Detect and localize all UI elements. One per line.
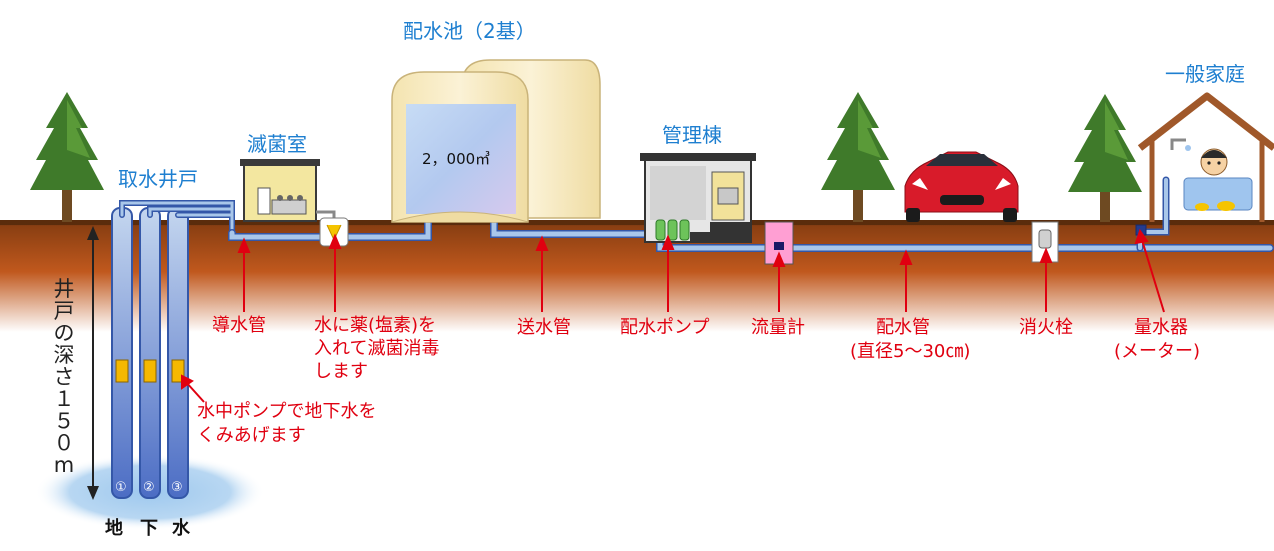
underground-char-1: 地 <box>105 518 123 539</box>
pump-line-2: くみあげます <box>197 425 306 446</box>
house <box>1137 92 1274 222</box>
pump-line-1: 水中ポンプで地下水を <box>197 401 377 422</box>
fire-hydrant-label: 消火栓 <box>1019 317 1073 338</box>
well-depth-char: 戸 <box>53 299 75 324</box>
distribution-pump-label: 配水ポンプ <box>620 317 710 338</box>
pointer-lines <box>181 228 1165 403</box>
reservoir-title: 配水池（2基） <box>403 19 536 43</box>
well-number-1: ① <box>115 480 127 495</box>
well-number-2: ② <box>143 480 155 495</box>
intake-well-label: 取水井戸 <box>118 167 198 191</box>
well-number-3: ③ <box>171 480 183 495</box>
sterilization-room-label: 滅菌室 <box>247 132 307 156</box>
distribution-pipe-diameter: (直径5～30㎝) <box>850 341 971 362</box>
management-building <box>640 153 756 243</box>
well-depth-char: の <box>53 321 75 346</box>
well-depth-char: １ <box>53 387 75 412</box>
conduit-pipe-label: 導水管 <box>212 315 266 336</box>
water-meter-label: 量水器 <box>1134 317 1188 338</box>
sterilization-room <box>240 159 320 222</box>
chlorine-line-3: します <box>314 361 368 382</box>
tree-right <box>1068 94 1142 222</box>
ground-surface <box>0 220 1274 225</box>
submersible-pump-1 <box>115 359 129 383</box>
submersible-pump-2 <box>143 359 157 383</box>
well-depth-char: さ <box>53 365 75 390</box>
distribution-pipe-label: 配水管 <box>876 317 930 338</box>
reservoir-tanks <box>391 59 601 223</box>
well-depth-label: 井 戸 の 深 さ １ ５ ０ m <box>52 278 76 476</box>
underground-char-3: 水 <box>172 518 190 539</box>
underground-char-2: 下 <box>140 518 158 539</box>
management-building-label: 管理棟 <box>662 123 722 147</box>
well-depth-char: m <box>53 453 75 478</box>
well-risers <box>119 200 235 236</box>
reservoir-water <box>406 104 516 214</box>
chlorine-injector <box>316 210 349 247</box>
tree-left <box>30 92 104 222</box>
car <box>904 151 1019 222</box>
depth-arrow <box>87 226 99 500</box>
reservoir-capacity: 2，000㎥ <box>422 150 491 168</box>
flow-meter-label: 流量計 <box>751 317 805 338</box>
well-depth-char: ０ <box>53 431 75 456</box>
well-depth-char: ５ <box>53 409 75 434</box>
wells <box>111 207 189 499</box>
household-label: 一般家庭 <box>1165 62 1245 86</box>
distribution-pumps <box>655 219 690 241</box>
well-3 <box>167 207 189 499</box>
well-1 <box>111 207 133 499</box>
well-depth-char: 井 <box>53 277 75 301</box>
ground-soil <box>0 222 1274 332</box>
supply-pipe-label: 送水管 <box>517 317 571 338</box>
water-meter-sub-label: (メーター) <box>1114 341 1201 362</box>
well-depth-char: 深 <box>53 343 75 368</box>
tree-middle <box>821 92 895 222</box>
chlorine-line-2: 入れて滅菌消毒 <box>314 338 440 359</box>
well-2 <box>139 207 161 499</box>
chlorine-line-1: 水に薬(塩素)を <box>314 315 437 336</box>
